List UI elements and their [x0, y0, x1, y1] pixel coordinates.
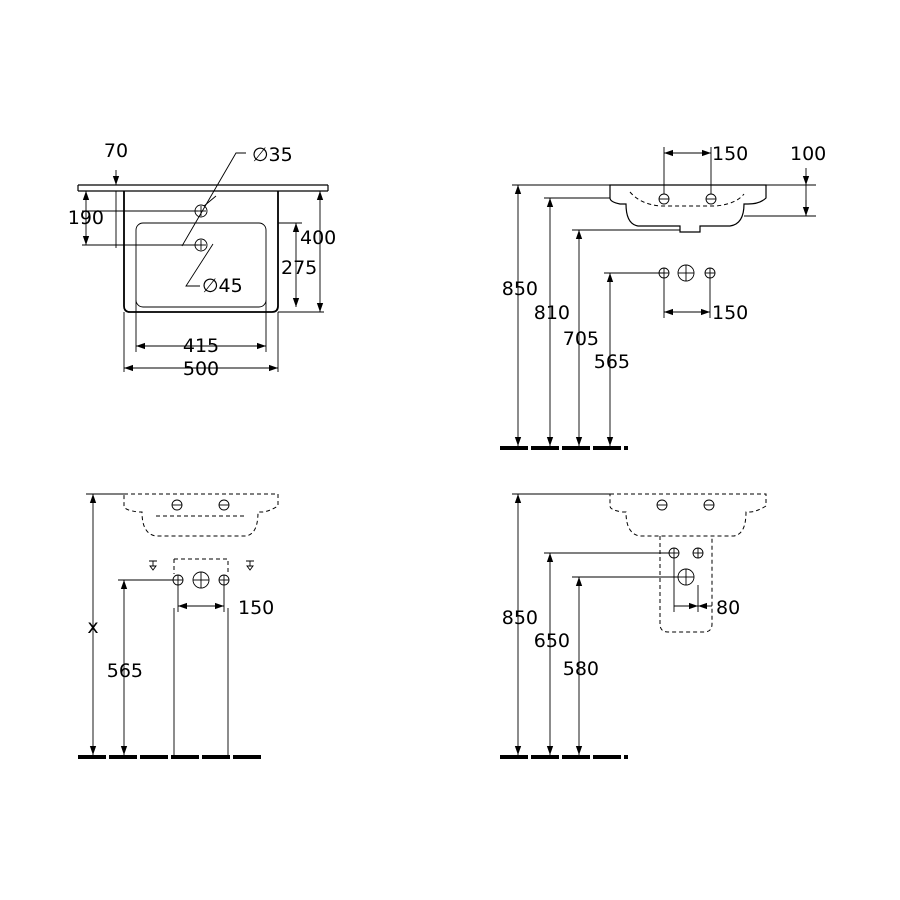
dim-offset-80: 80 — [716, 597, 740, 619]
dim-drain-diameter: ∅45 — [202, 275, 243, 297]
dim-offset-70: 70 — [104, 140, 128, 162]
dim-height-x: x — [87, 616, 98, 638]
dim-width-415: 415 — [183, 335, 219, 357]
dim-height-565: 565 — [594, 351, 630, 373]
top-plan-view — [77, 152, 329, 372]
dim-height-810: 810 — [534, 302, 570, 324]
dim-height-565: 565 — [107, 660, 143, 682]
dim-depth-100: 100 — [790, 143, 826, 165]
pedestal-view — [78, 493, 279, 759]
dim-height-850: 850 — [502, 278, 538, 300]
dim-width-500: 500 — [183, 358, 219, 380]
dim-bowl-275: 275 — [281, 257, 317, 279]
semi-pedestal-view — [500, 493, 767, 759]
dim-outlet-spacing: 150 — [238, 597, 274, 619]
dim-depth-400: 400 — [300, 227, 336, 249]
dim-outlet-spacing: 150 — [712, 302, 748, 324]
dim-height-650: 650 — [534, 630, 570, 652]
dim-height-580: 580 — [563, 658, 599, 680]
dim-tap-spacing: 150 — [712, 143, 748, 165]
front-elevation-view — [500, 147, 816, 450]
dim-height-850: 850 — [502, 607, 538, 629]
dim-tap-hole-diameter: ∅35 — [252, 144, 293, 166]
dim-190: 190 — [68, 207, 104, 229]
dim-height-705: 705 — [563, 328, 599, 350]
